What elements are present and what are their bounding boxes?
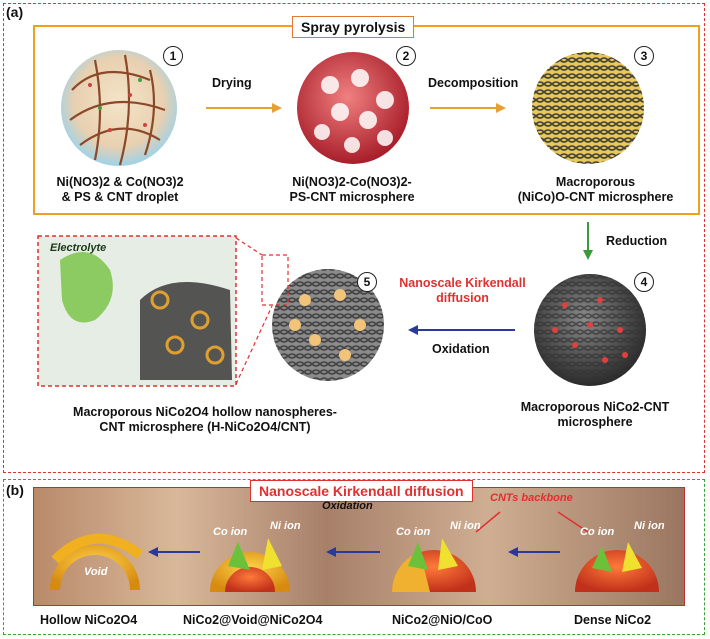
panel-a-label: (a): [6, 4, 24, 20]
stage-hollow-caption: Hollow NiCo2O4: [40, 613, 138, 627]
reduction-label: Reduction: [606, 234, 668, 248]
co-ion-label-1: Co ion: [213, 526, 248, 538]
electrolyte-zoom-inset: [37, 235, 289, 387]
dense-nanosphere: [575, 550, 659, 592]
oxidation-label: Oxidation: [432, 342, 490, 356]
oxidation-arrow: [408, 325, 515, 335]
kirkendall-title: Nanoscale Kirkendall diffusion: [250, 480, 473, 502]
co-ion-label-2: Co ion: [396, 526, 431, 538]
step-4-number: 4: [634, 272, 654, 292]
spray-pyrolysis-title: Spray pyrolysis: [292, 16, 415, 38]
decomposition-label: Decomposition: [428, 76, 519, 90]
electrolyte-label: Electrolyte: [50, 242, 107, 254]
ni-ion-arrow-2: [438, 538, 458, 570]
step-3-number: 3: [634, 46, 654, 66]
decomposition-arrow: [430, 103, 506, 113]
panel-b-label: (b): [6, 482, 24, 498]
ni-ion-label-3: Ni ion: [634, 520, 665, 532]
ni-ion-arrow-1: [262, 538, 282, 570]
stage-nio-coo-caption: NiCo2@NiO/CoO: [392, 613, 493, 627]
step-2-number: 2: [396, 46, 416, 66]
step-5-caption: Macroporous NiCo2O4 hollow nanospheres- …: [73, 405, 337, 434]
co-ion-arrow-1: [228, 542, 250, 570]
droplet-illustration: [61, 50, 177, 166]
step-1-caption: Ni(NO3)2 & Co(NO3)2 & PS & CNT droplet: [56, 175, 184, 204]
kirkendall-note: Nanoscale Kirkendall diffusion: [399, 276, 526, 305]
step-3-caption: Macroporous (NiCo)O-CNT microsphere: [517, 175, 674, 204]
cnt-backbone-label: CNTs backbone: [490, 492, 573, 504]
oxidation-note: Oxidation: [322, 500, 373, 512]
reduction-arrow: [583, 222, 593, 260]
co-ion-label-3: Co ion: [580, 526, 615, 538]
step-1-number: 1: [163, 46, 183, 66]
ni-ion-label-1: Ni ion: [270, 520, 301, 532]
co-ion-arrow-3: [592, 546, 612, 572]
step-4-caption: Macroporous NiCo2-CNT microsphere: [520, 400, 670, 429]
nico-oxide-microsphere: [532, 52, 644, 164]
nico2-cnt-microsphere: [534, 274, 646, 386]
step-5-number: 5: [357, 272, 377, 292]
ps-cnt-microsphere: [297, 52, 409, 164]
co-ion-arrow-2: [408, 542, 428, 570]
void-label: Void: [84, 566, 108, 578]
ni-ion-arrow-3: [622, 542, 642, 572]
drying-label: Drying: [212, 76, 252, 90]
ni-ion-label-2: Ni ion: [450, 520, 481, 532]
hollow-nanosphere: [50, 533, 144, 590]
hollow-nico2o4-microsphere: [272, 269, 384, 381]
drying-arrow: [206, 103, 282, 113]
panel-a-frame: [3, 3, 705, 473]
stage-void-caption: NiCo2@Void@NiCo2O4: [183, 613, 323, 627]
nio-coo-nanosphere: [391, 550, 476, 592]
panel-b-frame: [3, 479, 705, 635]
stage-dense-caption: Dense NiCo2: [574, 613, 652, 627]
step-2-caption: Ni(NO3)2-Co(NO3)2- PS-CNT microsphere: [289, 175, 415, 204]
